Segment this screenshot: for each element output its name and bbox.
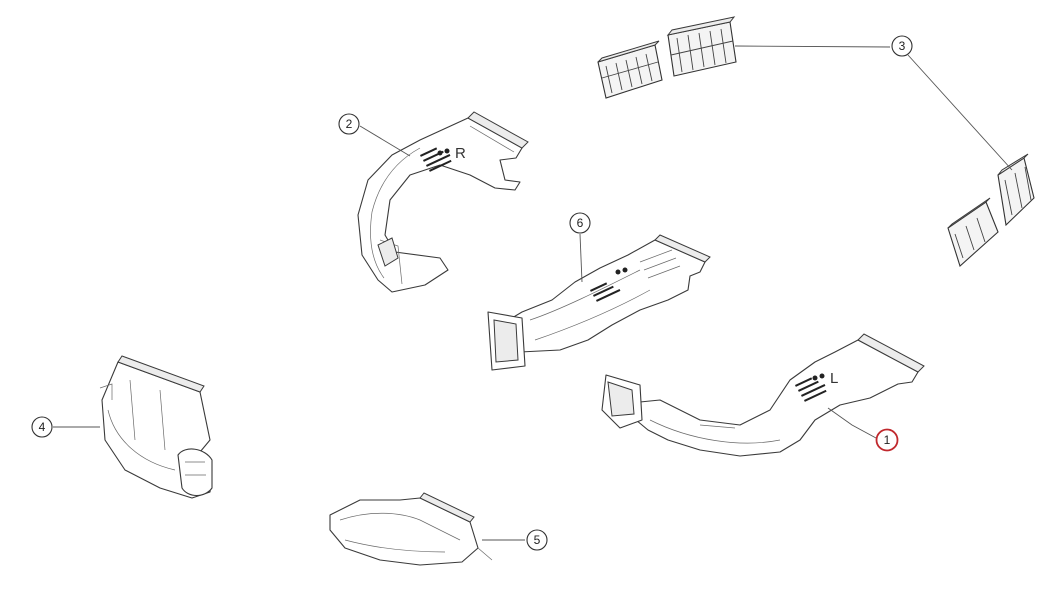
callout-5[interactable]: 5 xyxy=(526,529,548,551)
leader-line-3b xyxy=(907,54,1013,171)
part-3-vent-grille-left[interactable] xyxy=(597,40,663,99)
leader-line-1 xyxy=(827,407,877,439)
callout-2[interactable]: 2 xyxy=(338,113,360,135)
part-4-elbow-duct[interactable] xyxy=(99,355,213,499)
part-3-vent-grille-upper[interactable] xyxy=(997,153,1035,227)
part-1-side-marking: L xyxy=(830,370,838,387)
part-2-air-duct-right[interactable]: R xyxy=(357,111,529,293)
callout-6-label: 6 xyxy=(577,216,584,230)
part-6-air-duct-center[interactable] xyxy=(487,234,711,371)
callout-4-label: 4 xyxy=(39,420,46,434)
leader-line-6 xyxy=(579,233,583,283)
callout-3[interactable]: 3 xyxy=(891,35,913,57)
callout-3-label: 3 xyxy=(899,39,906,53)
part-1-air-duct-left[interactable]: L xyxy=(601,333,925,457)
callout-5-label: 5 xyxy=(534,533,541,547)
callout-6[interactable]: 6 xyxy=(569,212,591,234)
callout-2-label: 2 xyxy=(346,117,353,131)
part-3-vent-grille-lower[interactable] xyxy=(947,197,999,267)
part-5-lower-duct[interactable] xyxy=(329,492,493,566)
part-3-vent-grille-right[interactable] xyxy=(666,16,737,77)
leader-line-2 xyxy=(359,125,411,157)
callout-1[interactable]: 1 xyxy=(875,428,899,452)
part-2-side-marking: R xyxy=(455,145,466,162)
callout-4[interactable]: 4 xyxy=(31,416,53,438)
callout-1-label: 1 xyxy=(884,433,891,447)
leader-line-3a xyxy=(734,45,891,48)
